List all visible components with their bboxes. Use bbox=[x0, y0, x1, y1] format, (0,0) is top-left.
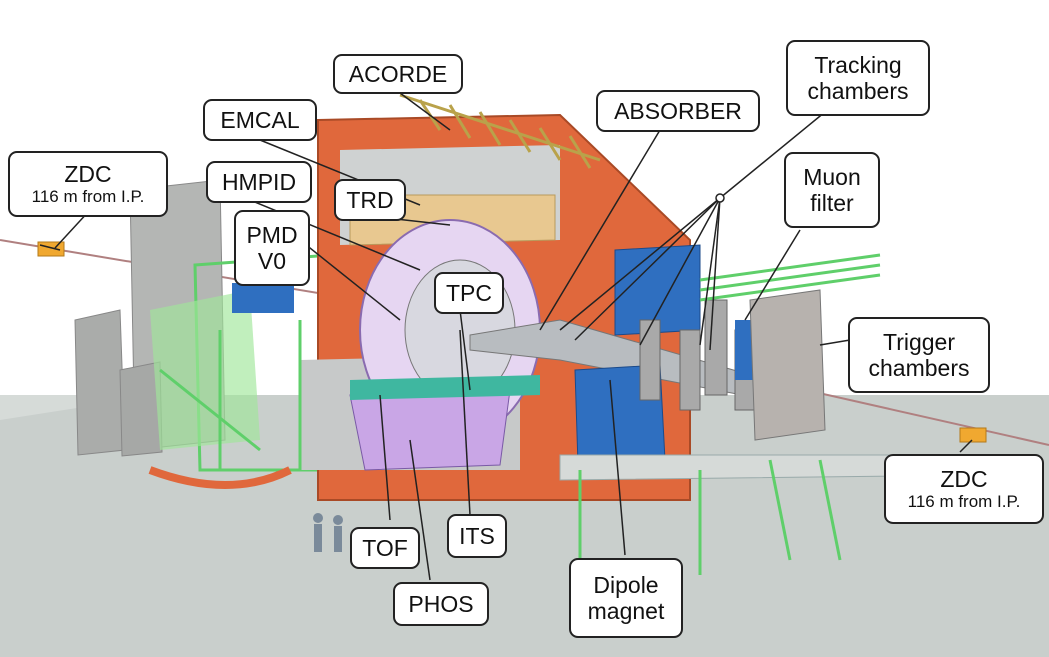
label-trigger-chambers: Trigger chambers bbox=[848, 317, 990, 393]
label-its: ITS bbox=[447, 514, 507, 558]
tof-ring bbox=[350, 375, 540, 400]
leader-lines bbox=[39, 92, 973, 581]
label-acorde-text: ACORDE bbox=[348, 60, 448, 87]
zdc-left-module bbox=[37, 241, 65, 257]
label-trd: TRD bbox=[334, 179, 406, 221]
label-zdc-right-title: ZDC bbox=[940, 466, 988, 492]
label-tpc: TPC bbox=[434, 272, 504, 314]
label-muon-filter: Muon filter bbox=[784, 152, 880, 228]
label-zdc-left-sub: 116 m from I.P. bbox=[31, 187, 145, 207]
label-trd-text: TRD bbox=[346, 186, 394, 213]
label-its-text: ITS bbox=[459, 522, 495, 549]
phos-module bbox=[349, 389, 511, 471]
label-zdc-left-title: ZDC bbox=[64, 161, 112, 187]
zdc-right-module bbox=[959, 427, 987, 443]
label-tracking-line1: Tracking bbox=[814, 51, 902, 78]
label-absorber-text: ABSORBER bbox=[614, 97, 742, 124]
human-figures bbox=[313, 513, 343, 552]
left-support-legs bbox=[159, 320, 302, 470]
right-support-frame bbox=[578, 253, 881, 575]
label-phos-text: PHOS bbox=[408, 590, 474, 617]
label-dipole-line2: magnet bbox=[587, 598, 665, 624]
label-tracking-line2: chambers bbox=[807, 78, 909, 104]
label-emcal-text: EMCAL bbox=[220, 106, 300, 133]
label-dipole-line1: Dipole bbox=[593, 571, 659, 598]
trigger-chambers bbox=[749, 289, 826, 441]
label-zdc-right: ZDC 116 m from I.P. bbox=[884, 454, 1044, 524]
concrete-block-2 bbox=[119, 361, 163, 457]
v0-blue-unit bbox=[232, 283, 294, 313]
label-trigger-line2: chambers bbox=[868, 355, 970, 381]
label-acorde: ACORDE bbox=[333, 54, 463, 94]
concrete-block-1 bbox=[74, 309, 126, 456]
label-muon-line2: filter bbox=[810, 190, 854, 216]
label-hmpid: HMPID bbox=[206, 161, 312, 203]
label-tof-text: TOF bbox=[362, 534, 408, 561]
tracking-junction-dot bbox=[715, 193, 725, 203]
label-tracking-chambers: Tracking chambers bbox=[786, 40, 930, 116]
left-stairs bbox=[150, 290, 260, 450]
label-dipole-magnet: Dipole magnet bbox=[569, 558, 683, 638]
label-trigger-line1: Trigger bbox=[883, 328, 955, 355]
label-zdc-right-sub: 116 m from I.P. bbox=[907, 492, 1021, 512]
label-emcal: EMCAL bbox=[203, 99, 317, 141]
label-tpc-text: TPC bbox=[446, 279, 492, 306]
label-tof: TOF bbox=[350, 527, 420, 569]
rail-arc bbox=[148, 466, 292, 489]
label-phos: PHOS bbox=[393, 582, 489, 626]
label-hmpid-text: HMPID bbox=[221, 168, 297, 195]
label-pmd-text: PMD bbox=[246, 221, 298, 248]
label-v0-text: V0 bbox=[257, 248, 287, 274]
label-muon-line1: Muon bbox=[803, 163, 861, 190]
label-zdc-left: ZDC 116 m from I.P. bbox=[8, 151, 168, 217]
label-pmd-v0: PMD V0 bbox=[234, 210, 310, 286]
label-absorber: ABSORBER bbox=[596, 90, 760, 132]
